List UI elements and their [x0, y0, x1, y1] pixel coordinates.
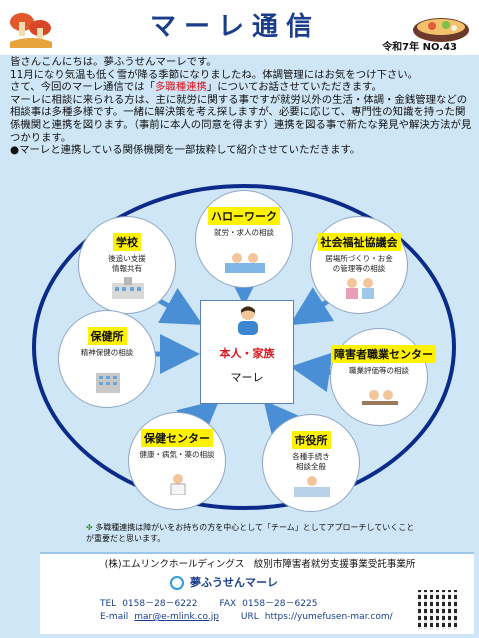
qr-code[interactable] [418, 590, 458, 630]
node-social-welfare: 社会福祉協議会 居場所づくり・お金 の管理等の相談 [310, 216, 408, 314]
logo: 夢ふうせんマーレ [170, 574, 278, 590]
office-icon [294, 476, 330, 497]
node-health-support: 保健センター 健康・病気・薬の相談 [128, 412, 226, 510]
node-vocational-center: 障害者職業センター 職業評価等の相談 [330, 328, 436, 426]
node-city-hall: 市役所 各種手続き 相談全般 [262, 414, 360, 512]
center-label: 本人・家族 [219, 347, 275, 360]
node-hellowork: ハローワーク 就労・求人の相談 [195, 190, 293, 288]
footer: (株)エムリンクホールディングス 紋別市障害者就労支援事業受託事業所 夢ふうせん… [40, 552, 474, 634]
greeting: 皆さんこんにちは。夢ふうせんマーレです。 [10, 56, 217, 68]
school-icon [112, 277, 144, 299]
topic-intro: さて、今回のマーレ通信では「多職種連携」についてお話させていただきます。 [10, 81, 382, 94]
desk-icon [362, 390, 398, 405]
clover-icon: ✤ [86, 523, 96, 532]
season-note: 11月になり気温も低く雪が降る季節になりましたね。体調管理にはお気をつけ下さい。 [10, 68, 419, 81]
center-box: 本人・家族 マーレ [200, 300, 294, 404]
person-icon [238, 306, 258, 335]
intro-text: 皆さんこんにちは。夢ふうせんマーレです。 11月になり気温も低く雪が降る季節にな… [10, 56, 472, 157]
counter-icon [225, 253, 265, 273]
footnote: ✤ 多職種連携は障がいをお持ちの方を中心として「チーム」としてアプローチしていく… [86, 523, 415, 543]
list-intro: ●マーレと連携している関係機関を一部抜粋して紹介させていただきます。 [10, 144, 361, 157]
collaboration-diagram: 本人・家族 マーレ ハローワーク 就労・求人の相談 学校 後追い支援 情報共有 … [30, 182, 462, 514]
balloon-icon [170, 576, 184, 590]
email-link[interactable]: mar@e-mlink.co.jp [134, 612, 219, 622]
newsletter-title: マーレ通信 [150, 12, 321, 42]
mushroom-icon [10, 13, 52, 48]
building-icon [96, 373, 120, 393]
tel-number: 0158－28－6222 [122, 599, 198, 609]
fax-number: 0158－28－6225 [242, 599, 318, 609]
node-school: 学校 後追い支援 情報共有 [78, 216, 176, 314]
nurse-icon [170, 474, 186, 495]
company-name: (株)エムリンクホールディングス 紋別市障害者就労支援事業受託事業所 [104, 559, 416, 570]
people-icon [346, 278, 374, 299]
header: マーレ通信 令和7年 NO.43 [0, 0, 479, 55]
diagram-oval [32, 184, 456, 510]
hotpot-icon [413, 18, 469, 42]
issue-number: 令和7年 NO.43 [382, 42, 457, 53]
url-link[interactable]: https://yumefusen-mar.com/ [264, 612, 393, 622]
center-sub: マーレ [230, 371, 264, 384]
body-paragraph: マーレに相談に来られる方は、主に就労に関する事ですが就労以外の生活・体調・金銭管… [10, 93, 472, 144]
topic-highlight: 多職種連携 [154, 81, 207, 94]
node-health-center: 保健所 精神保健の相談 [58, 310, 156, 408]
